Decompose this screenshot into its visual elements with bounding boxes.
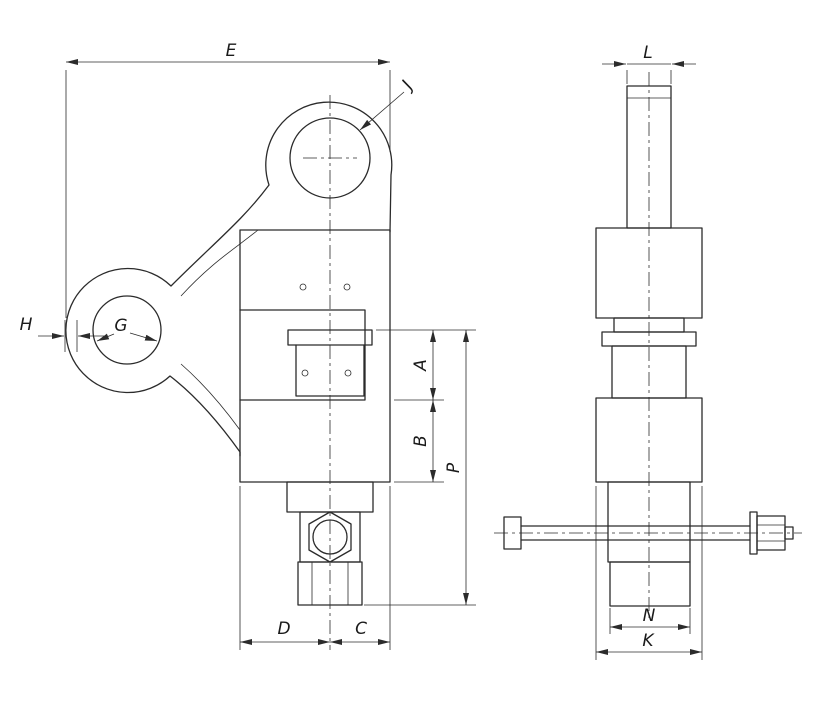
shackle-pin-hole (92, 295, 162, 365)
dim-label-l: L (643, 43, 652, 63)
dimension-p: P (364, 330, 476, 606)
dim-label-e: E (226, 41, 237, 61)
pad-hole (344, 369, 352, 377)
side-view: L N K (494, 43, 802, 660)
dim-label-n: N (643, 606, 656, 626)
dimension-e: E (65, 41, 391, 318)
dimension-g: G (96, 316, 158, 342)
dim-label-k: K (642, 631, 655, 651)
dim-label-g: G (114, 316, 127, 336)
clamp-body (239, 229, 391, 483)
dimension-n: N (609, 606, 691, 634)
dimension-d-c: D C (239, 486, 391, 650)
dim-label-c: C (355, 619, 367, 639)
dim-label-j: J (397, 77, 418, 95)
body-hole (343, 283, 351, 291)
dim-label-b: B (411, 435, 431, 447)
clamp-screw-assembly (286, 481, 374, 606)
dimension-h: H (20, 315, 104, 352)
plate-inner-edge-upper (180, 229, 259, 297)
dimension-j: J (359, 77, 418, 131)
bottom-block (609, 561, 691, 607)
dimension-b: B (394, 400, 444, 483)
dimension-a: A (376, 329, 476, 401)
dimension-l: L (602, 43, 696, 84)
dim-label-a: A (411, 359, 431, 372)
dimension-k: K (595, 486, 703, 660)
hex-nut (308, 511, 352, 563)
dim-label-h: H (20, 315, 33, 335)
dim-label-d: D (277, 619, 290, 639)
pad-hole (301, 369, 309, 377)
plate-inner-edge-lower (180, 363, 241, 431)
front-view: E J H G A (20, 41, 476, 650)
bolt-stub (784, 526, 794, 540)
clamp-shackle-plate (65, 101, 393, 457)
dim-label-p: P (444, 462, 464, 473)
body-hole (299, 283, 307, 291)
